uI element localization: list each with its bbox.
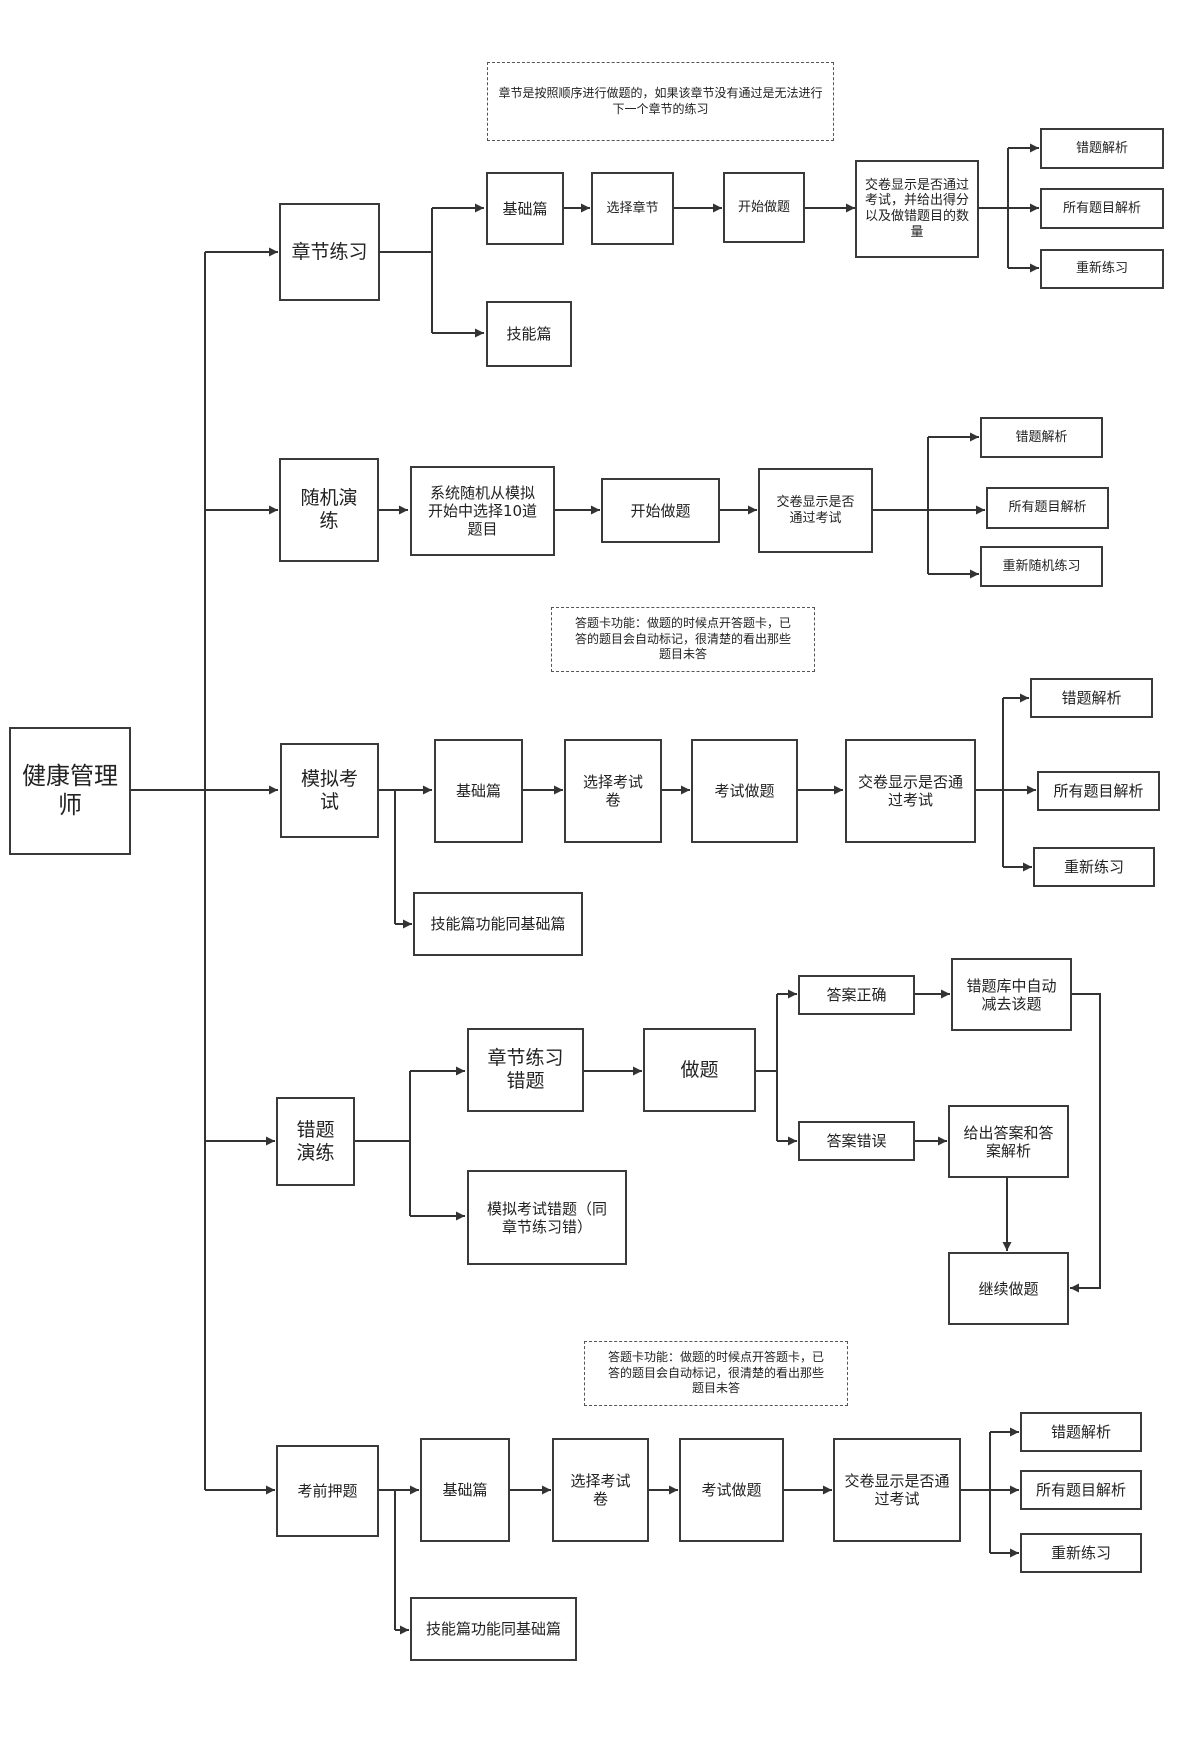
- chapter-submit-node: 交卷显示是否通过 考试，并给出得分 以及做错题目的数 量: [855, 160, 979, 258]
- preexam-select-node: 选择考试 卷: [552, 1438, 649, 1542]
- error-chapter-node: 章节练习 错题: [467, 1028, 584, 1112]
- random-redo-node: 重新随机练习: [980, 546, 1103, 587]
- mock-all-analysis-node: 所有题目解析: [1037, 771, 1160, 811]
- mock-skill-node: 技能篇功能同基础篇: [413, 892, 583, 956]
- preexam-redo-node: 重新练习: [1020, 1533, 1142, 1573]
- error-correct-node: 答案正确: [798, 975, 915, 1015]
- preexam-all-analysis-node: 所有题目解析: [1020, 1470, 1142, 1510]
- preexam-basic-node: 基础篇: [420, 1438, 510, 1542]
- chapter-practice-node: 章节练习: [279, 203, 380, 301]
- random-submit-node: 交卷显示是否 通过考试: [758, 468, 873, 553]
- error-do-node: 做题: [643, 1028, 756, 1112]
- mock-submit-node: 交卷显示是否通 过考试: [845, 739, 976, 843]
- mock-redo-node: 重新练习: [1033, 847, 1155, 887]
- random-wrong-analysis-node: 错题解析: [980, 417, 1103, 458]
- error-explain-node: 给出答案和答 案解析: [948, 1105, 1069, 1178]
- chapter-note: 章节是按照顺序进行做题的，如果该章节没有通过是无法进行 下一个章节的练习: [487, 62, 834, 141]
- root-node: 健康管理 师: [9, 727, 131, 855]
- preexam-exam-do-node: 考试做题: [679, 1438, 784, 1542]
- error-remove-node: 错题库中自动 减去该题: [951, 958, 1072, 1031]
- chapter-select-node: 选择章节: [591, 172, 674, 245]
- random-system-node: 系统随机从模拟 开始中选择10道 题目: [410, 466, 555, 556]
- error-continue-node: 继续做题: [948, 1252, 1069, 1325]
- preexam-submit-node: 交卷显示是否通 过考试: [833, 1438, 961, 1542]
- chapter-skill-node: 技能篇: [486, 301, 572, 367]
- mock-select-node: 选择考试 卷: [564, 739, 662, 843]
- mock-basic-node: 基础篇: [434, 739, 523, 843]
- mock-exam-node: 模拟考 试: [280, 743, 379, 838]
- error-mock-node: 模拟考试错题（同 章节练习错）: [467, 1170, 627, 1265]
- error-incorrect-node: 答案错误: [798, 1121, 915, 1161]
- random-all-analysis-node: 所有题目解析: [986, 487, 1109, 529]
- chapter-all-analysis-node: 所有题目解析: [1040, 188, 1164, 229]
- error-answer-card-note: 答题卡功能：做题的时候点开答题卡，已 答的题目会自动标记，很清楚的看出那些 题目…: [584, 1341, 848, 1406]
- mock-wrong-analysis-node: 错题解析: [1030, 678, 1153, 718]
- random-practice-node: 随机演 练: [279, 458, 379, 562]
- chapter-start-node: 开始做题: [723, 172, 805, 243]
- chapter-wrong-analysis-node: 错题解析: [1040, 128, 1164, 169]
- chapter-basic-node: 基础篇: [486, 172, 564, 245]
- chapter-redo-node: 重新练习: [1040, 249, 1164, 289]
- error-drill-node: 错题 演练: [276, 1097, 355, 1186]
- preexam-node: 考前押题: [276, 1445, 379, 1537]
- mock-exam-do-node: 考试做题: [691, 739, 798, 843]
- preexam-skill-node: 技能篇功能同基础篇: [410, 1597, 577, 1661]
- random-answer-card-note: 答题卡功能：做题的时候点开答题卡，已 答的题目会自动标记，很清楚的看出那些 题目…: [551, 607, 815, 672]
- preexam-wrong-analysis-node: 错题解析: [1020, 1412, 1142, 1452]
- random-start-node: 开始做题: [601, 478, 720, 543]
